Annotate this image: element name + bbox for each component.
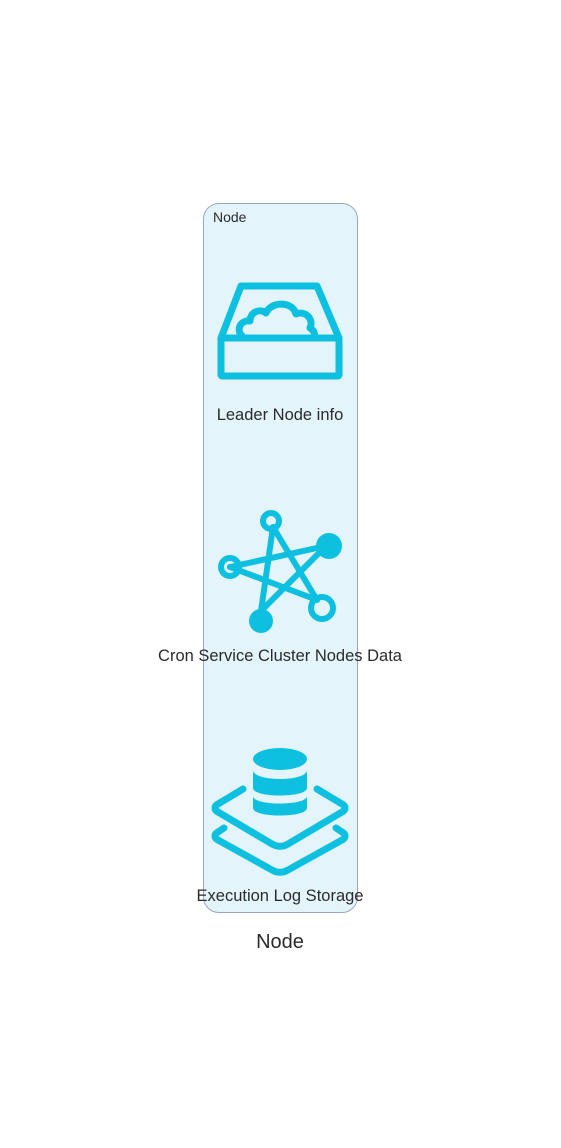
database-stack-icon <box>211 748 349 876</box>
node-label-cron-service-cluster-nodes-data: Cron Service Cluster Nodes Data <box>158 647 402 665</box>
network-graph-icon <box>218 510 342 633</box>
node-label-leader-node-info: Leader Node info <box>216 406 344 424</box>
cloud-storage-tray-icon <box>217 282 343 380</box>
node-label-execution-log-storage: Execution Log Storage <box>196 887 364 905</box>
cluster-title: Node <box>213 209 247 225</box>
diagram-title: Node <box>256 931 304 953</box>
